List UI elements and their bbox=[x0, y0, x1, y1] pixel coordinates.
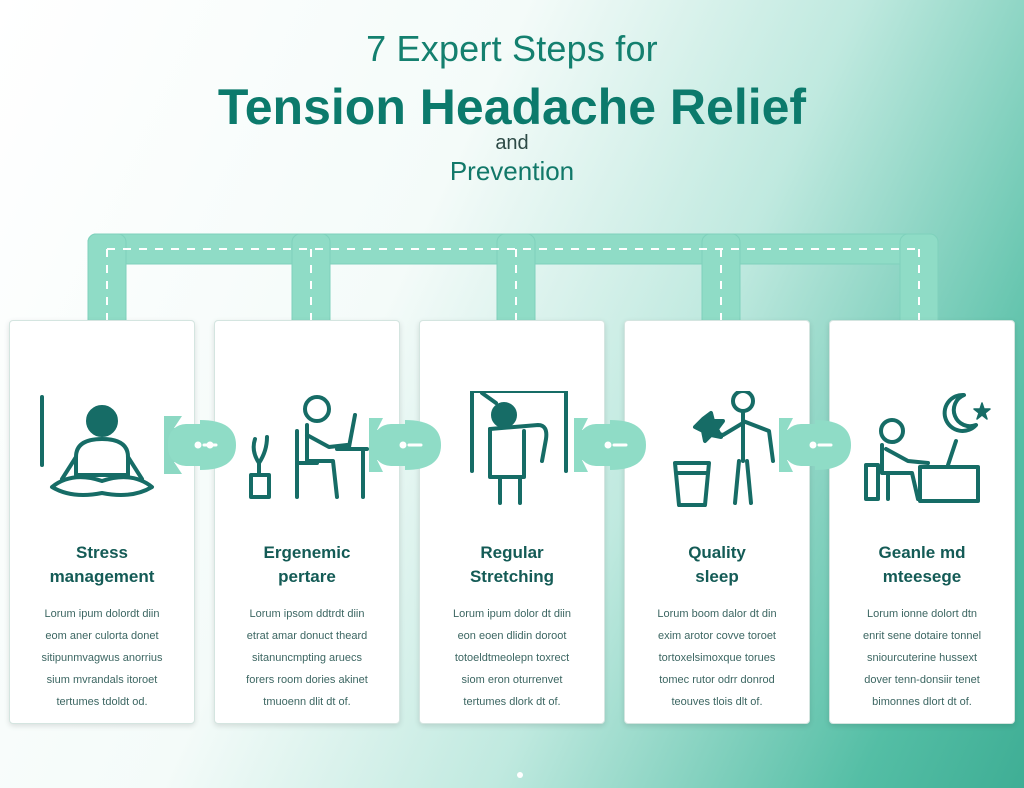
step-title: Quality sleep bbox=[688, 543, 746, 586]
step-title: Ergenemic pertare bbox=[263, 543, 351, 586]
step-arrow-icon bbox=[779, 418, 851, 472]
step-description: Lorum ipum dolor dt diin eon eoen dlidin… bbox=[452, 608, 571, 708]
step-card-gentle-massage: Geanle md mteesege Lorum ionne dolort dt… bbox=[829, 320, 1015, 724]
title-and: and bbox=[495, 132, 529, 154]
step-arrow-icon bbox=[369, 418, 441, 472]
step-title: Regular Stretching bbox=[469, 543, 555, 586]
desk-posture-icon bbox=[249, 395, 369, 499]
stretch-icon bbox=[470, 391, 568, 505]
step-card-stretching: Regular Stretching Lorum ipum dolor dt d… bbox=[419, 320, 605, 724]
title-main: Tension Headache Relief bbox=[217, 79, 807, 135]
title-line-1: 7 Expert Steps for bbox=[366, 28, 658, 69]
step-arrow-icon bbox=[574, 418, 646, 472]
step-arrow-icon bbox=[164, 416, 236, 474]
page-indicator-dot bbox=[517, 772, 523, 778]
sleep-moon-icon bbox=[864, 392, 991, 503]
step-card-stress: Stress management Lorum ipum dolordt dii… bbox=[9, 320, 195, 724]
water-hydration-icon bbox=[673, 391, 775, 507]
title-prevention: Prevention bbox=[449, 156, 575, 186]
step-description: Lorum ipsom ddtrdt diin etrat amar donuc… bbox=[246, 608, 368, 708]
step-description: Lorum ionne dolort dtn enrit sene dotair… bbox=[862, 608, 982, 708]
step-card-ergonomic: Ergenemic pertare Lorum ipsom ddtrdt dii… bbox=[214, 320, 400, 724]
step-description: Lorum ipum dolordt diin eom aner culorta… bbox=[41, 608, 163, 708]
step-description: Lorum boom dalor dt din exim arotor covv… bbox=[657, 608, 777, 708]
step-title: Geanle md mteesege bbox=[878, 543, 966, 586]
meditation-icon bbox=[40, 395, 154, 497]
step-title: Stress management bbox=[49, 543, 155, 586]
step-card-quality-sleep: Quality sleep Lorum boom dalor dt din ex… bbox=[624, 320, 810, 724]
